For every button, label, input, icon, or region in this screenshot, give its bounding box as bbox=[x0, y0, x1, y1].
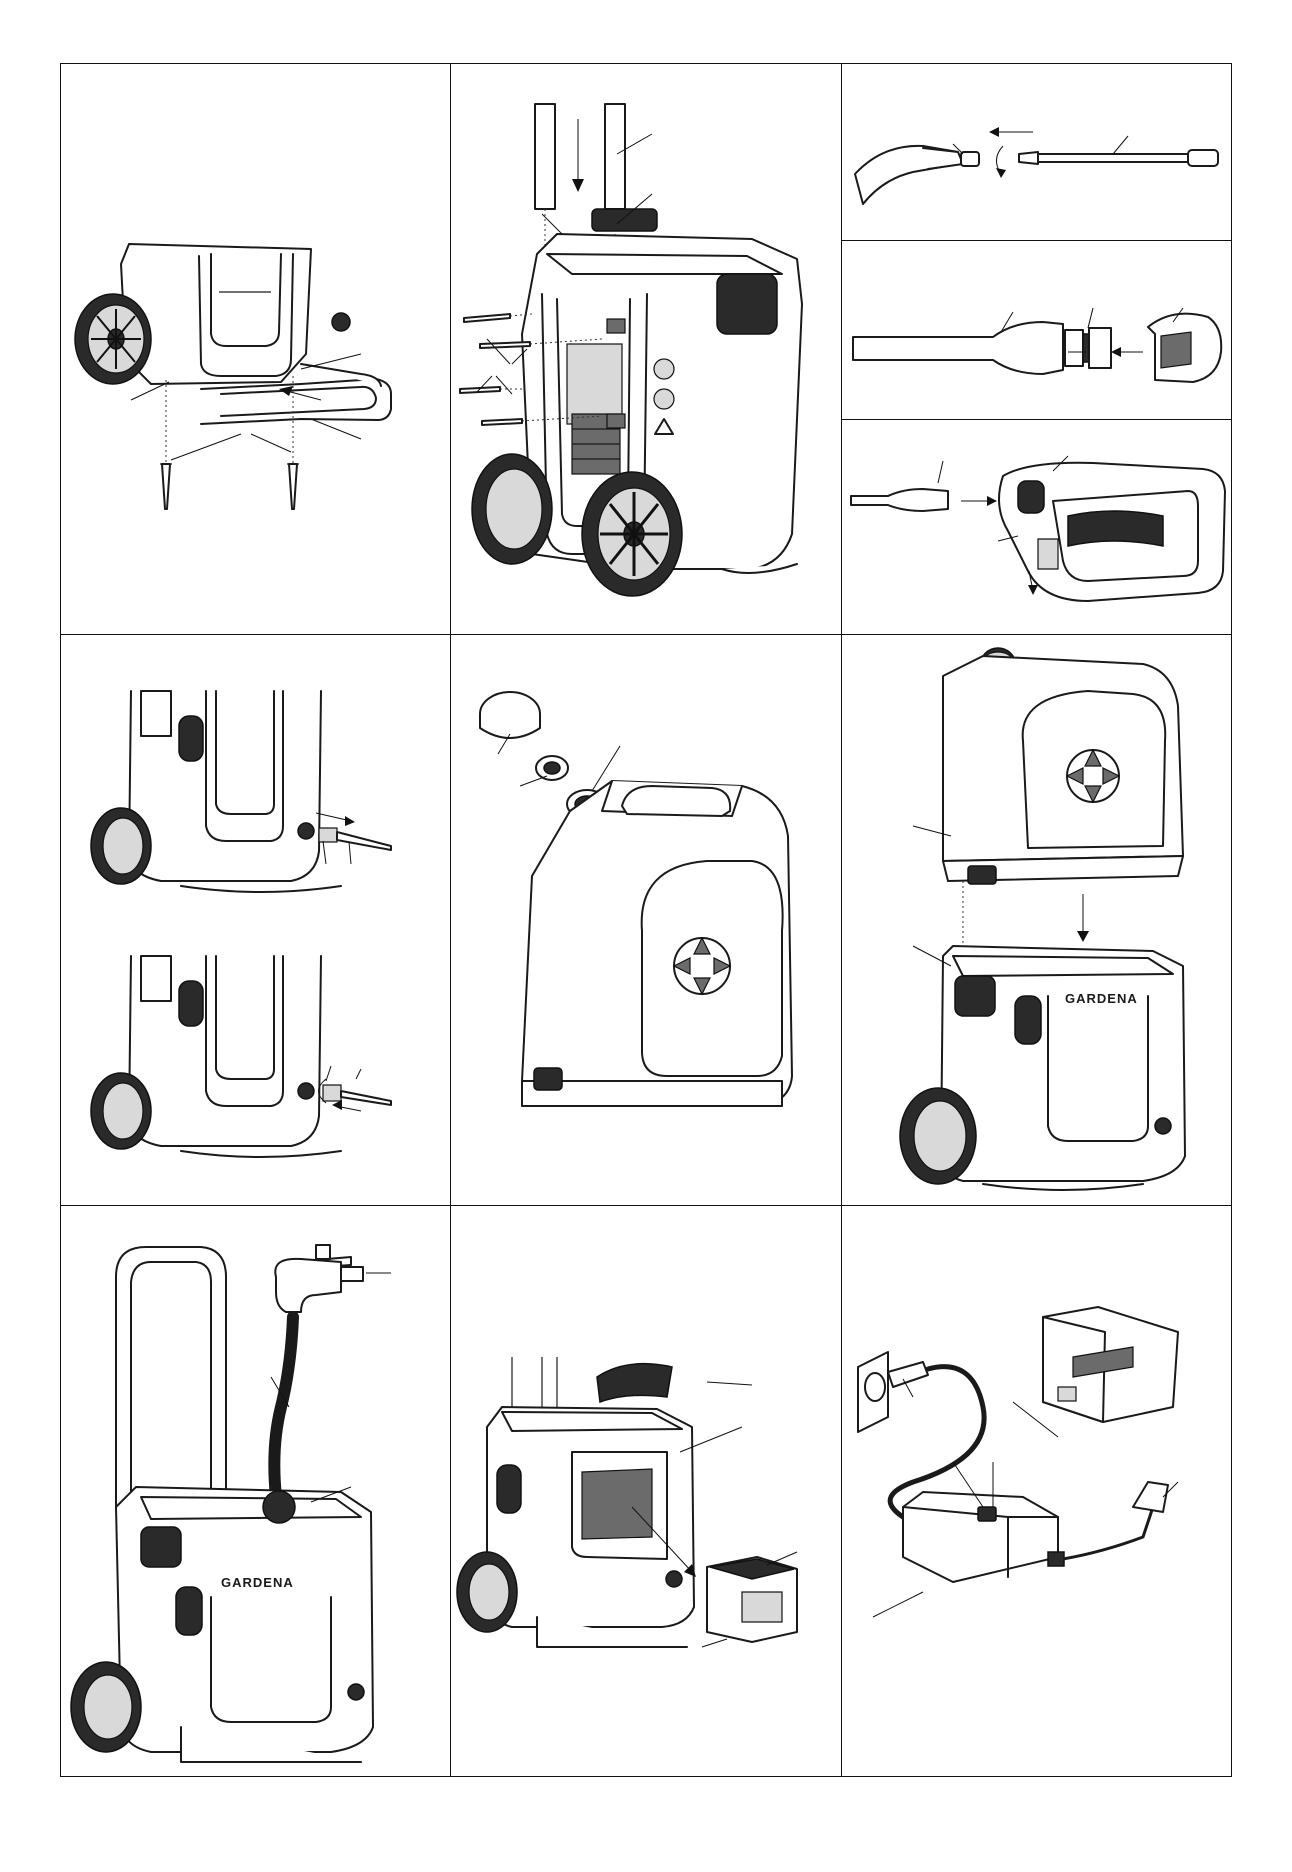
figure-panel-spray-gun-hose bbox=[843, 421, 1231, 634]
figure-panel-battery bbox=[452, 1207, 840, 1777]
figure-panel-spray-gun-lance bbox=[843, 64, 1231, 240]
figure-panel-tank-lid bbox=[452, 636, 840, 1205]
grid-divider bbox=[60, 634, 1232, 635]
gardena-logo: GARDENA bbox=[221, 1575, 294, 1590]
grid-divider bbox=[450, 63, 451, 1777]
grid-divider bbox=[841, 63, 842, 1777]
figure-panel-hose-adapter bbox=[843, 242, 1231, 419]
figure-panel-handle-assembly bbox=[452, 64, 840, 634]
figure-panel-hose-connector bbox=[61, 636, 450, 1205]
figure-panel-tank-mounting: GARDENA bbox=[843, 636, 1231, 1205]
figure-panel-wheel-frame bbox=[61, 64, 450, 634]
gardena-logo: GARDENA bbox=[1065, 991, 1138, 1006]
grid-divider bbox=[60, 1205, 1232, 1206]
figure-panel-charger bbox=[843, 1207, 1231, 1777]
grid-divider bbox=[841, 240, 1232, 241]
figure-panel-tank-filling: GARDENA bbox=[61, 1207, 450, 1777]
grid-divider bbox=[841, 419, 1232, 420]
